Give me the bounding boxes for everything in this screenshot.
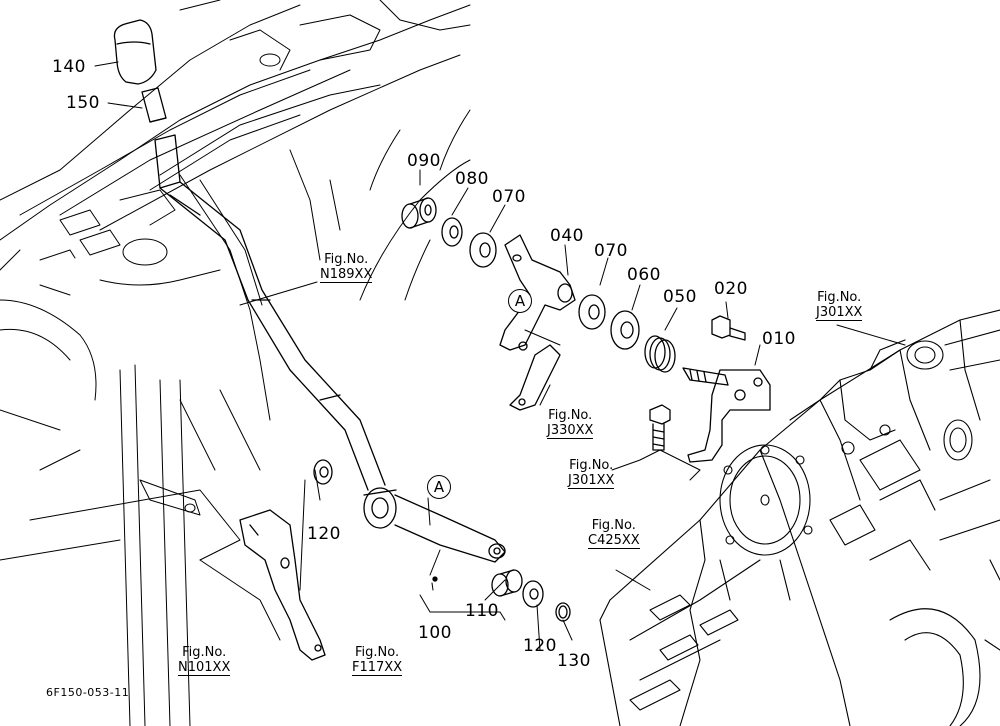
part-label-120-lower: 120 <box>523 636 557 656</box>
part-label-020: 020 <box>714 279 748 299</box>
snap-ring-130 <box>555 602 571 622</box>
fig-ref-n189: Fig.No. N189XX <box>320 252 373 283</box>
bracket-010 <box>687 369 771 463</box>
washer-070-lower <box>578 294 606 330</box>
washer-080 <box>441 217 463 247</box>
fig-ref-n101: Fig.No. N101XX <box>178 645 231 676</box>
fig-ref-code: C425XX <box>588 533 640 549</box>
fig-ref-label: Fig.No. <box>324 252 369 267</box>
bolt-j301 <box>649 404 671 451</box>
washer-120-upper <box>313 459 333 485</box>
link-j330 <box>509 344 561 411</box>
transmission-case <box>599 309 1000 726</box>
part-label-090: 090 <box>407 151 441 171</box>
fig-ref-label: Fig.No. <box>817 290 862 305</box>
fig-ref-label: Fig.No. <box>548 408 593 423</box>
fig-ref-j301-mid: Fig.No. J301XX <box>568 458 615 489</box>
fig-ref-label: Fig.No. <box>182 645 227 660</box>
part-label-140: 140 <box>52 57 86 77</box>
assembly-marker <box>432 576 438 582</box>
part-label-050: 050 <box>663 287 697 307</box>
grip-150 <box>141 87 167 123</box>
fender-console-outline <box>0 0 471 421</box>
fig-ref-j330: Fig.No. J330XX <box>547 408 594 439</box>
bracket-f117 <box>239 509 326 661</box>
part-label-110: 110 <box>465 601 499 621</box>
part-label-150: 150 <box>66 93 100 113</box>
part-label-130: 130 <box>557 651 591 671</box>
part-label-040: 040 <box>550 226 584 246</box>
fig-ref-code: F117XX <box>352 660 403 676</box>
washer-060 <box>610 310 640 350</box>
shift-lever <box>154 134 506 563</box>
spring-050 <box>644 335 676 373</box>
part-label-060: 060 <box>627 265 661 285</box>
frame-outline-lower-left <box>0 364 281 726</box>
callout-a-upper: A <box>508 289 532 313</box>
collar-090 <box>401 197 437 229</box>
fig-ref-code: J330XX <box>547 423 594 439</box>
fig-ref-code: N101XX <box>178 660 231 676</box>
fig-ref-code: J301XX <box>816 305 863 321</box>
lever-knob-140 <box>113 19 157 85</box>
part-label-070-upper: 070 <box>492 187 526 207</box>
fig-ref-j301-top: Fig.No. J301XX <box>816 290 863 321</box>
callout-a-lower: A <box>427 475 451 499</box>
fig-ref-code: N189XX <box>320 267 373 283</box>
part-label-080: 080 <box>455 169 489 189</box>
fig-ref-c425: Fig.No. C425XX <box>588 518 640 549</box>
part-label-070-lower: 070 <box>594 241 628 261</box>
pin-shaft <box>682 367 729 386</box>
fig-ref-label: Fig.No. <box>354 645 400 660</box>
fig-ref-f117: Fig.No. F117XX <box>352 645 403 676</box>
bushing-110 <box>491 569 523 597</box>
part-label-120-upper: 120 <box>307 524 341 544</box>
drawing-code: 6F150-053-11 <box>46 686 130 699</box>
fig-ref-code: J301XX <box>568 473 615 489</box>
leader-lines <box>94 61 906 651</box>
washer-070-upper <box>469 232 497 268</box>
fig-ref-label: Fig.No. <box>569 458 614 473</box>
part-label-100: 100 <box>418 623 452 643</box>
fig-ref-label: Fig.No. <box>591 518 636 533</box>
part-label-010: 010 <box>762 329 796 349</box>
washer-120-lower <box>522 580 544 608</box>
bolt-020 <box>711 315 746 341</box>
